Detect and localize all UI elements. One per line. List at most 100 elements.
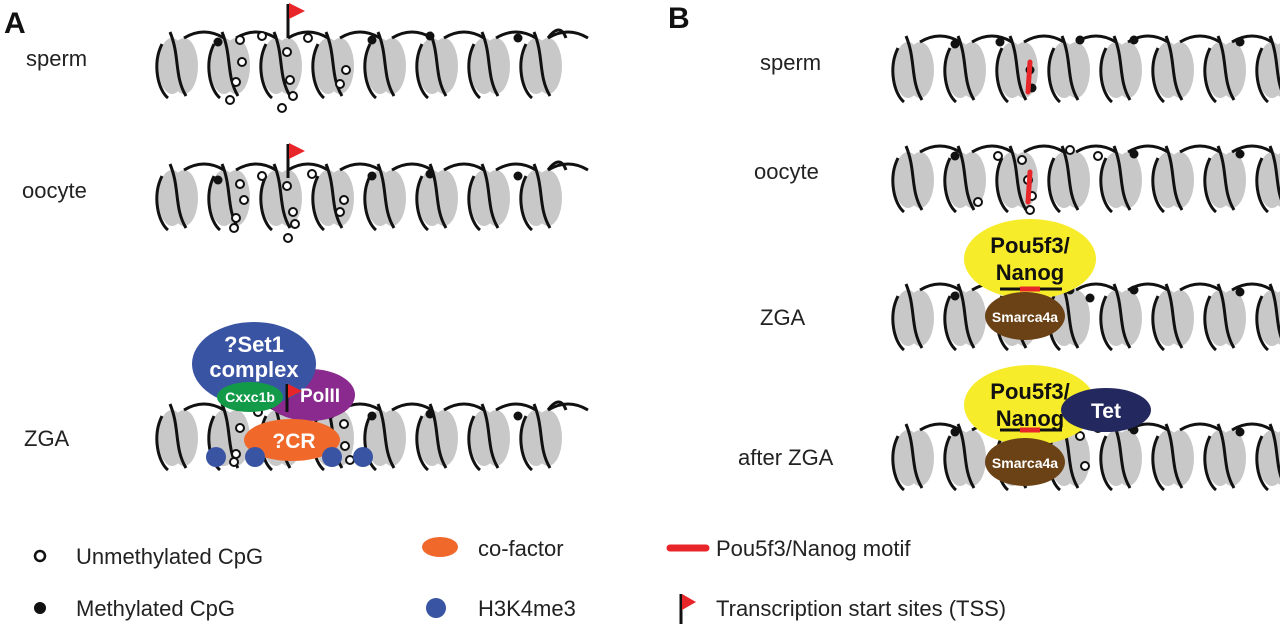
- cpg-unmethylated-b-oocyte-7: [1093, 151, 1103, 161]
- h3k4me3-mark-4: [353, 447, 373, 467]
- smarca-label-after-zga: Smarca4a: [992, 455, 1058, 471]
- h3k4me3-mark-1: [206, 447, 226, 467]
- cpg-methylated-a-sperm-2: [425, 31, 435, 41]
- legend-unmethylated-label: Unmethylated CpG: [76, 544, 263, 569]
- cpg-methylated-b-oocyte-0: [950, 151, 960, 161]
- cpg-methylated-b-oocyte-1: [1129, 149, 1139, 159]
- cpg-unmethylated-a-zga-9: [229, 457, 239, 467]
- cpg-unmethylated-a-zga-7: [340, 441, 350, 451]
- cpg-unmethylated-a-sperm-9: [341, 65, 351, 75]
- cpg-methylated-b-sperm-0: [950, 39, 960, 49]
- cpg-methylated-b-sperm-5: [1129, 35, 1139, 45]
- cpg-unmethylated-a-zga-0: [235, 423, 245, 433]
- cpg-unmethylated-a-oocyte-5: [229, 223, 239, 233]
- cpg-unmethylated-b-after-2: [1075, 431, 1085, 441]
- pou-label-after-2: Nanog: [996, 406, 1064, 431]
- cpg-unmethylated-a-sperm-7: [288, 91, 298, 101]
- h3k4me3-mark-3: [322, 447, 342, 467]
- chromatin-fiber-b-zga: [891, 282, 1280, 352]
- legend-h3k4me3-label: H3K4me3: [478, 596, 576, 621]
- cpg-unmethylated-a-oocyte-2: [282, 181, 292, 191]
- pou-nanog-blob-after-zga: [964, 365, 1096, 445]
- cpg-unmethylated-b-oocyte-1: [1017, 155, 1027, 165]
- cpg-unmethylated-a-sperm-2: [282, 47, 292, 57]
- smarca-label-zga: Smarca4a: [992, 309, 1058, 325]
- cpg-methylated-b-oocyte-2: [1235, 149, 1245, 159]
- cpg-unmethylated-a-sperm-3: [303, 33, 313, 43]
- panel-a-letter: A: [4, 7, 26, 40]
- cpg-unmethylated-a-zga-5: [339, 419, 349, 429]
- legend-unmethylated-icon: [33, 549, 47, 563]
- cpg-methylated-b-sperm-1: [995, 37, 1005, 47]
- cpg-methylated-a-zga-2: [513, 411, 523, 421]
- pou-label-after-1: Pou5f3/: [990, 379, 1069, 404]
- legend-tss-label: Transcription start sites (TSS): [716, 596, 1006, 621]
- panel-b-label-zga: ZGA: [760, 305, 806, 330]
- pou-nanog-blob-zga: [964, 219, 1096, 299]
- cxxc1b-blob: [217, 382, 283, 412]
- cpg-unmethylated-a-sperm-1: [257, 31, 267, 41]
- cpg-methylated-b-after-2: [1235, 427, 1245, 437]
- motif-b-sperm: [1025, 59, 1033, 95]
- cpg-unmethylated-a-oocyte-1: [257, 171, 267, 181]
- legend-methylated-icon: [34, 602, 46, 614]
- chromatin-fiber-a-oocyte: [155, 160, 589, 232]
- cpg-unmethylated-a-sperm-8: [335, 79, 345, 89]
- cpg-unmethylated-a-oocyte-6: [288, 207, 298, 217]
- tss-flag-a-zga: [285, 384, 302, 412]
- pou-label-zga-1: Pou5f3/: [990, 233, 1069, 258]
- cpg-methylated-a-sperm-1: [367, 35, 377, 45]
- cpg-methylated-a-oocyte-0: [213, 175, 223, 185]
- cpg-methylated-b-zga-3: [1129, 285, 1139, 295]
- polii-label: PolII: [300, 386, 340, 407]
- cpg-unmethylated-a-oocyte-4: [231, 213, 241, 223]
- cpg-methylated-b-zga-4: [1235, 287, 1245, 297]
- legend-h3k4me3-icon: [426, 598, 446, 618]
- cpg-unmethylated-a-oocyte-10: [283, 233, 293, 243]
- cpg-unmethylated-a-sperm-11: [237, 57, 247, 67]
- cpg-methylated-a-oocyte-3: [513, 171, 523, 181]
- cpg-unmethylated-a-oocyte-3: [307, 169, 317, 179]
- set1-label-1: ?Set1: [224, 332, 284, 357]
- cpg-unmethylated-a-sperm-10: [277, 103, 287, 113]
- cpg-methylated-b-zga-2: [1085, 293, 1095, 303]
- cpg-unmethylated-a-sperm-6: [285, 75, 295, 85]
- cpg-unmethylated-b-oocyte-4: [973, 197, 983, 207]
- cpg-unmethylated-a-oocyte-11: [239, 195, 249, 205]
- tet-blob: [1061, 388, 1151, 432]
- tss-flag-a-sperm: [286, 3, 305, 38]
- cpg-methylated-a-oocyte-1: [367, 171, 377, 181]
- panel-a-label-sperm: sperm: [26, 46, 87, 71]
- chromatin-fiber-b-sperm: [891, 34, 1280, 104]
- panel-b-label-after-zga: after ZGA: [738, 445, 834, 470]
- h3k4me3-mark-2: [245, 447, 265, 467]
- cpg-unmethylated-a-oocyte-9: [339, 195, 349, 205]
- set1-label-2: complex: [209, 357, 299, 382]
- legend-motif-label: Pou5f3/Nanog motif: [716, 536, 911, 561]
- cpg-unmethylated-a-zga-8: [345, 455, 355, 465]
- panel-b-letter: B: [668, 2, 690, 35]
- legend: Unmethylated CpG Methylated CpG co-facto…: [33, 536, 1006, 624]
- cpg-unmethylated-a-zga-6: [231, 449, 241, 459]
- cpg-unmethylated-a-sperm-5: [225, 95, 235, 105]
- chromatin-fiber-b-oocyte: [891, 144, 1280, 214]
- cpg-unmethylated-a-oocyte-0: [235, 179, 245, 189]
- cpg-methylated-a-sperm-0: [213, 37, 223, 47]
- motif-b-oocyte: [1025, 169, 1033, 205]
- cpg-unmethylated-a-oocyte-8: [335, 207, 345, 217]
- tet-label: Tet: [1091, 400, 1121, 423]
- cpg-methylated-b-sperm-3: [1075, 35, 1085, 45]
- legend-cofactor-icon: [422, 537, 458, 557]
- pou-label-zga-2: Nanog: [996, 260, 1064, 285]
- set1-complex-blob: [192, 322, 316, 406]
- panel-a-label-zga: ZGA: [24, 426, 70, 451]
- cpg-methylated-a-zga-1: [425, 409, 435, 419]
- cpg-unmethylated-b-oocyte-3: [1025, 205, 1035, 215]
- cpg-methylated-a-zga-0: [367, 411, 377, 421]
- cpg-methylated-b-zga-0: [950, 291, 960, 301]
- cpg-unmethylated-a-sperm-4: [231, 77, 241, 87]
- panel-b-label-sperm: sperm: [760, 50, 821, 75]
- cpg-methylated-a-sperm-3: [513, 33, 523, 43]
- panel-a-label-oocyte: oocyte: [22, 178, 87, 203]
- cpg-methylated-b-sperm-6: [1235, 37, 1245, 47]
